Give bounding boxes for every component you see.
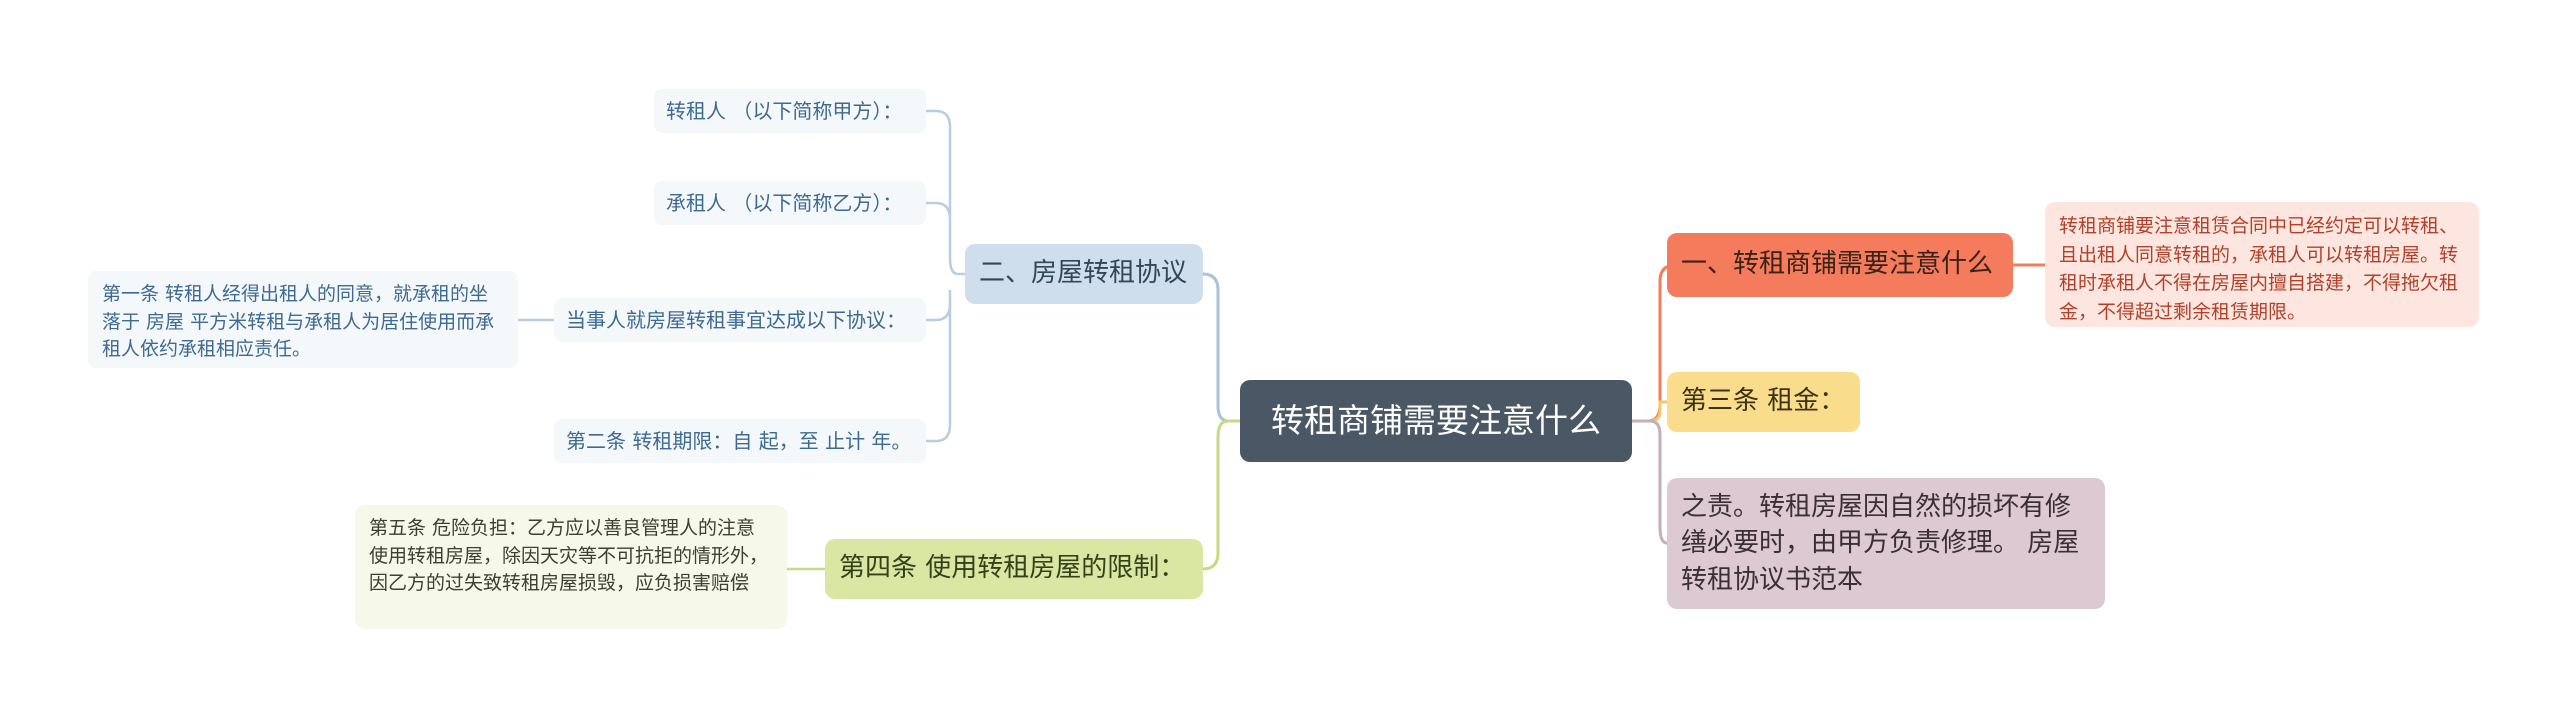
branch-repair-duty[interactable]: 之责。转租房屋因自然的损坏有修缮必要时，由甲方负责修理。 房屋转租协议书范本 [1667,478,2105,609]
central-topic-label: 转租商铺需要注意什么 [1271,401,1601,441]
link-root-repair [1632,419,1668,545]
branch-rent-notes-label: 一、转租商铺需要注意什么 [1681,249,1994,280]
branch-sublet-agreement[interactable]: 二、房屋转租协议 [965,244,1203,304]
leaf-article2-term-label: 第二条 转租期限：自 起，至 止计 年。 [566,428,912,453]
rent-notes-detail-text: 转租商铺要注意租赁合同中已经约定可以转租、且出租人同意转租的，承租人可以转租房屋… [2059,215,2459,323]
branch-use-restriction-label: 第四条 使用转租房屋的限制： [839,553,1186,584]
link-root-rent3 [1632,400,1667,423]
leaf-sublessor-label: 转租人 （以下简称甲方）： [666,98,903,123]
leaf-article2-term[interactable]: 第二条 转租期限：自 起，至 止计 年。 [554,419,926,463]
leaf-article1-text: 第一条 转租人经得出租人的同意，就承租的坐落于 房屋 平方米转租与承租人为居住使… [102,283,495,361]
leaf-lessee[interactable]: 承租人 （以下简称乙方）： [654,181,926,225]
branch-sublet-agreement-label: 二、房屋转租协议 [979,258,1188,289]
branch-rent-article3-label: 第三条 租金： [1681,386,1846,417]
branch-rent-notes[interactable]: 一、转租商铺需要注意什么 [1667,233,2013,297]
branch-rent-article3[interactable]: 第三条 租金： [1667,372,1860,432]
link-sublet-items [926,109,965,443]
leaf-parties-agree-label: 当事人就房屋转租事宜达成以下协议： [566,307,906,332]
rent-notes-detail[interactable]: 转租商铺要注意租赁合同中已经约定可以转租、且出租人同意转租的，承租人可以转租房屋… [2045,202,2479,327]
leaf-sublessor[interactable]: 转租人 （以下简称甲方）： [654,89,926,133]
leaf-article5-risk-text: 第五条 危险负担：乙方应以善良管理人的注意使用转租房屋，除因天灾等不可抗拒的情形… [369,517,769,595]
branch-use-restriction[interactable]: 第四条 使用转租房屋的限制： [825,539,1203,599]
leaf-article5-risk[interactable]: 第五条 危险负担：乙方应以善良管理人的注意使用转租房屋，除因天灾等不可抗拒的情形… [355,505,787,629]
link-root-restrict [1202,419,1240,571]
link-root-sublet [1202,272,1240,423]
central-topic[interactable]: 转租商铺需要注意什么 [1240,380,1632,462]
leaf-lessee-label: 承租人 （以下简称乙方）： [666,190,903,215]
branch-repair-duty-label: 之责。转租房屋因自然的损坏有修缮必要时，由甲方负责修理。 房屋转租协议书范本 [1681,491,2080,595]
leaf-parties-agree[interactable]: 当事人就房屋转租事宜达成以下协议： [554,298,926,342]
leaf-article1[interactable]: 第一条 转租人经得出租人的同意，就承租的坐落于 房屋 平方米转租与承租人为居住使… [88,271,518,368]
